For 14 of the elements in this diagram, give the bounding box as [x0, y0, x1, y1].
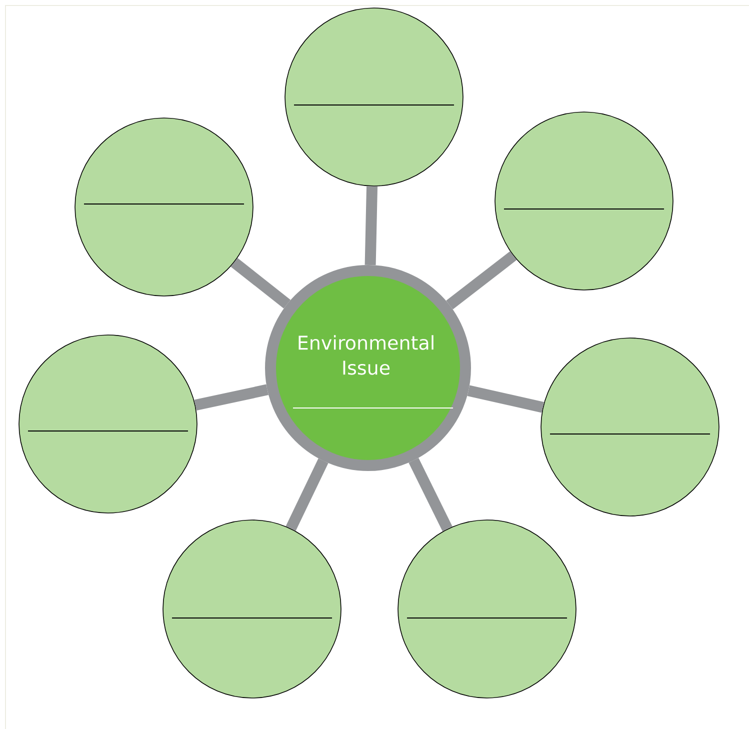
answer-circle	[18, 334, 198, 514]
answer-circle	[494, 112, 674, 290]
connector-bar	[446, 251, 517, 310]
answer-circle	[540, 338, 720, 516]
connector-bar	[408, 458, 452, 532]
connector-bar	[467, 385, 544, 413]
connector-bar	[230, 258, 291, 308]
answer-circle	[162, 520, 342, 698]
answer-circle	[74, 118, 254, 296]
connector-bar	[194, 384, 268, 411]
answer-circle	[284, 8, 464, 186]
connector-bar	[286, 458, 328, 531]
connector-bar	[364, 186, 378, 266]
answer-circle	[398, 520, 576, 698]
